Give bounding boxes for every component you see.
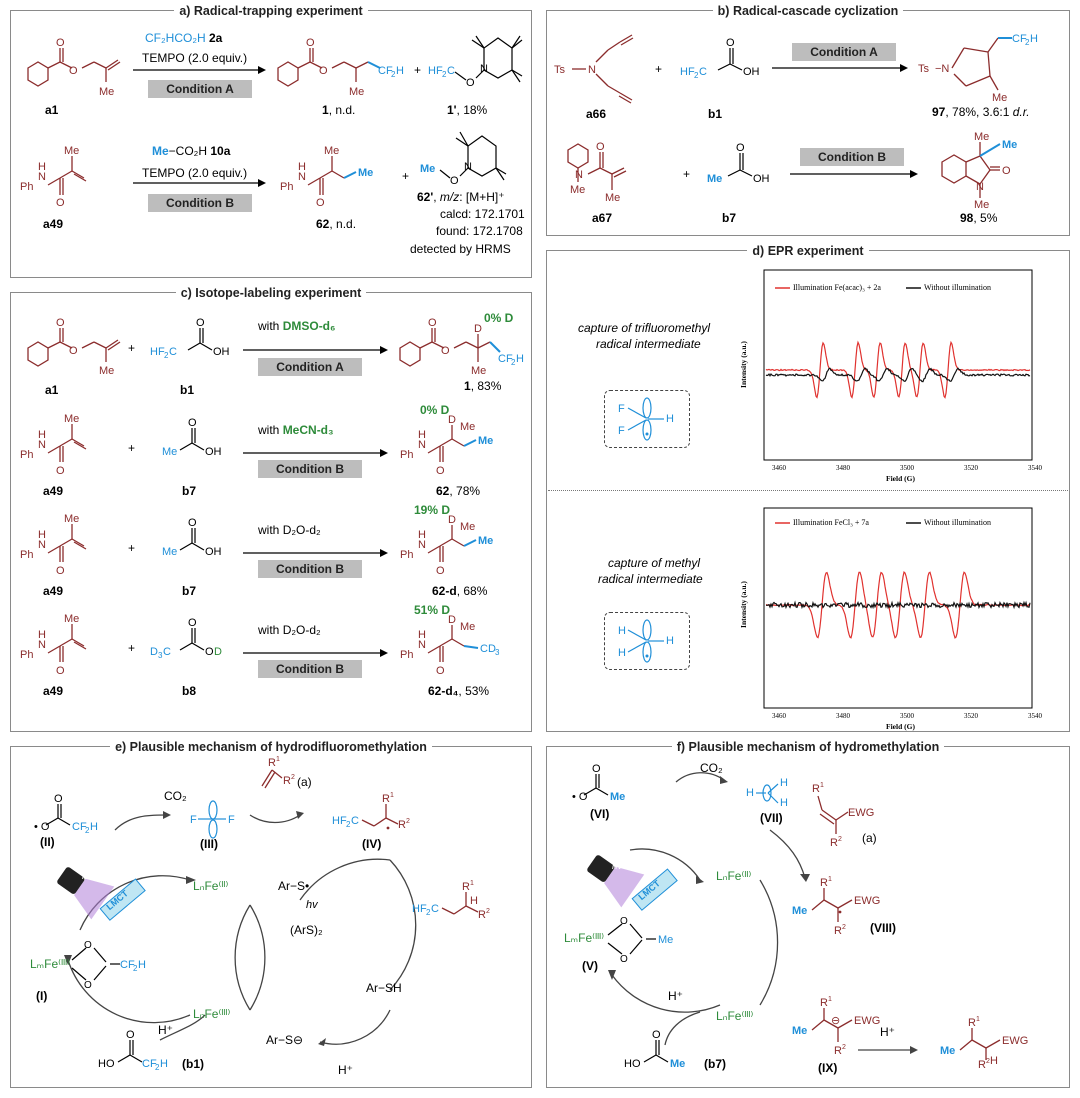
fe3m-f: LₘFe⁽ᴵᴵᴵ⁾ (564, 932, 604, 944)
label-b7-f: (b7) (704, 1058, 726, 1070)
svg-text:EWG: EWG (848, 807, 874, 819)
svg-text:⊖: ⊖ (831, 1015, 840, 1027)
svg-text:R: R (812, 783, 820, 795)
svg-text:R: R (978, 1059, 986, 1071)
svg-text:2: 2 (842, 924, 846, 931)
svg-text:• O: • O (572, 791, 588, 803)
svg-text:HO: HO (624, 1058, 641, 1070)
hplus-f2: H⁺ (880, 1026, 895, 1038)
alkene-a-f: (a) (862, 832, 877, 844)
label-VII: (VII) (760, 812, 783, 824)
svg-text:H: H (990, 1055, 998, 1067)
svg-text:O: O (620, 916, 628, 927)
svg-text:EWG: EWG (1002, 1035, 1028, 1047)
svg-text:H: H (780, 797, 788, 809)
svg-text:1: 1 (820, 782, 824, 789)
svg-text:R: R (834, 925, 842, 937)
svg-text:1: 1 (828, 996, 832, 1003)
svg-text:Me: Me (610, 791, 625, 803)
label-IX: (IX) (818, 1062, 837, 1074)
svg-text:R: R (968, 1017, 976, 1029)
svg-text:R: R (830, 837, 838, 849)
svg-text:Me: Me (792, 1025, 807, 1037)
svg-text:1: 1 (976, 1016, 980, 1023)
label-VI: (VI) (590, 808, 609, 820)
svg-text:R: R (820, 997, 828, 1009)
svg-text:Me: Me (792, 905, 807, 917)
svg-text:2: 2 (842, 1044, 846, 1051)
fe2-f: LₙFe⁽ᴵᴵ⁾ (716, 870, 751, 882)
svg-text:Me: Me (940, 1045, 955, 1057)
svg-text:R: R (820, 877, 828, 889)
svg-text:Me: Me (658, 934, 673, 946)
co2-f: CO₂ (700, 762, 723, 774)
svg-text:R: R (834, 1045, 842, 1057)
svg-text:EWG: EWG (854, 1015, 880, 1027)
label-V: (V) (582, 960, 598, 972)
hv-f: hv (612, 862, 623, 872)
svg-text:1: 1 (828, 876, 832, 883)
hplus-f1: H⁺ (668, 990, 683, 1002)
svg-text:Me: Me (670, 1058, 685, 1070)
svg-text:H: H (746, 787, 754, 799)
svg-text:O: O (620, 954, 628, 965)
svg-text:O: O (592, 763, 601, 775)
svg-text:O: O (652, 1029, 661, 1041)
fe3-f: LₙFe⁽ᴵᴵᴵ⁾ (716, 1010, 753, 1022)
label-VIII: (VIII) (870, 922, 896, 934)
svg-text:EWG: EWG (854, 895, 880, 907)
svg-text:2: 2 (838, 836, 842, 843)
svg-text:H: H (780, 777, 788, 789)
